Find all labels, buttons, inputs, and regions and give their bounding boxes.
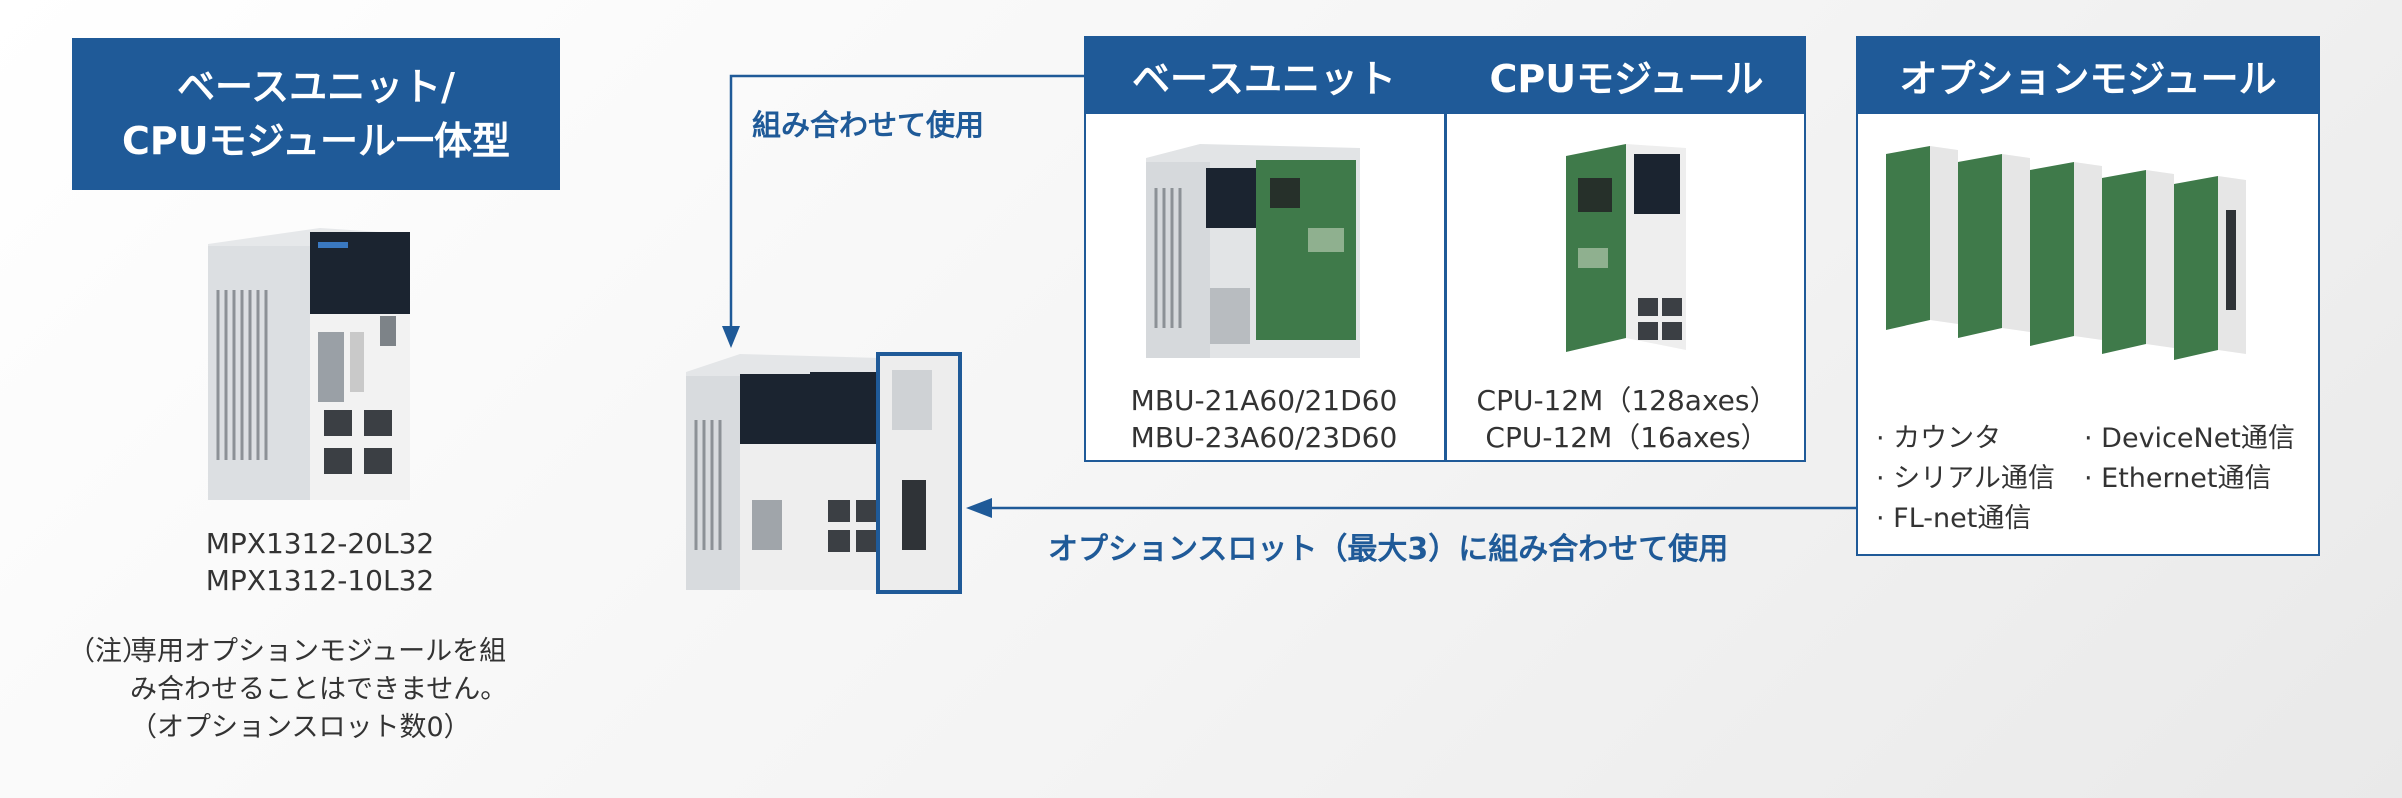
integrated-type-header-line2: CPUモジュール一体型 bbox=[122, 119, 510, 163]
cpu-module-model-2: CPU-12M（16axes） bbox=[1485, 421, 1769, 454]
option-item-flnet: · FL-net通信 bbox=[1876, 503, 2032, 534]
option-item-serial: · シリアル通信 bbox=[1876, 463, 2055, 494]
assembled-unit-image bbox=[686, 352, 962, 594]
integrated-model-2: MPX1312-10L32 bbox=[205, 564, 435, 597]
base-unit-models: MBU-21A60/21D60 MBU-23A60/23D60 bbox=[1100, 382, 1428, 456]
note-marker: （注） bbox=[68, 636, 149, 667]
cpu-module-models: CPU-12M（128axes） CPU-12M（16axes） bbox=[1450, 382, 1804, 456]
integrated-model-1: MPX1312-20L32 bbox=[205, 527, 435, 560]
bottom-connector-arrowhead bbox=[966, 498, 992, 518]
cpu-module-image bbox=[1566, 144, 1686, 352]
option-module-header: オプションモジュール bbox=[1856, 36, 2320, 114]
top-connector-line bbox=[729, 74, 1084, 332]
option-slot-label: オプションスロット（最大3）に組み合わせて使用 bbox=[1048, 532, 1729, 567]
option-slot-highlight bbox=[876, 352, 962, 594]
combine-label: 組み合わせて使用 bbox=[752, 108, 985, 142]
integrated-type-header-line1: ベースユニット/ bbox=[177, 65, 455, 109]
note-line-3: （オプションスロット数0） bbox=[130, 712, 471, 743]
cpu-module-header: CPUモジュール bbox=[1447, 36, 1806, 114]
base-cpu-divider bbox=[1444, 36, 1447, 462]
base-unit-image bbox=[1146, 144, 1360, 358]
top-connector-arrowhead bbox=[722, 326, 740, 348]
note-line-2: み合わせることはできません。 bbox=[130, 674, 508, 705]
integrated-models: MPX1312-20L32 MPX1312-10L32 bbox=[120, 525, 520, 599]
option-item-counter: · カウンタ bbox=[1876, 423, 2002, 454]
option-item-ethernet: · Ethernet通信 bbox=[2084, 463, 2272, 494]
integrated-type-header: ベースユニット/ CPUモジュール一体型 bbox=[72, 38, 560, 190]
cpu-module-model-1: CPU-12M（128axes） bbox=[1476, 384, 1778, 417]
integrated-note: （注） 専用オプションモジュールを組 み合わせることはできません。 （オプション… bbox=[68, 633, 568, 747]
base-unit-header: ベースユニット bbox=[1084, 36, 1444, 114]
option-modules-image bbox=[1886, 146, 2246, 360]
base-unit-model-1: MBU-21A60/21D60 bbox=[1130, 384, 1398, 417]
base-unit-model-2: MBU-23A60/23D60 bbox=[1130, 421, 1398, 454]
option-item-devicenet: · DeviceNet通信 bbox=[2084, 423, 2295, 454]
note-line-1: 専用オプションモジュールを組 bbox=[130, 636, 507, 667]
integrated-unit-image bbox=[208, 228, 410, 500]
